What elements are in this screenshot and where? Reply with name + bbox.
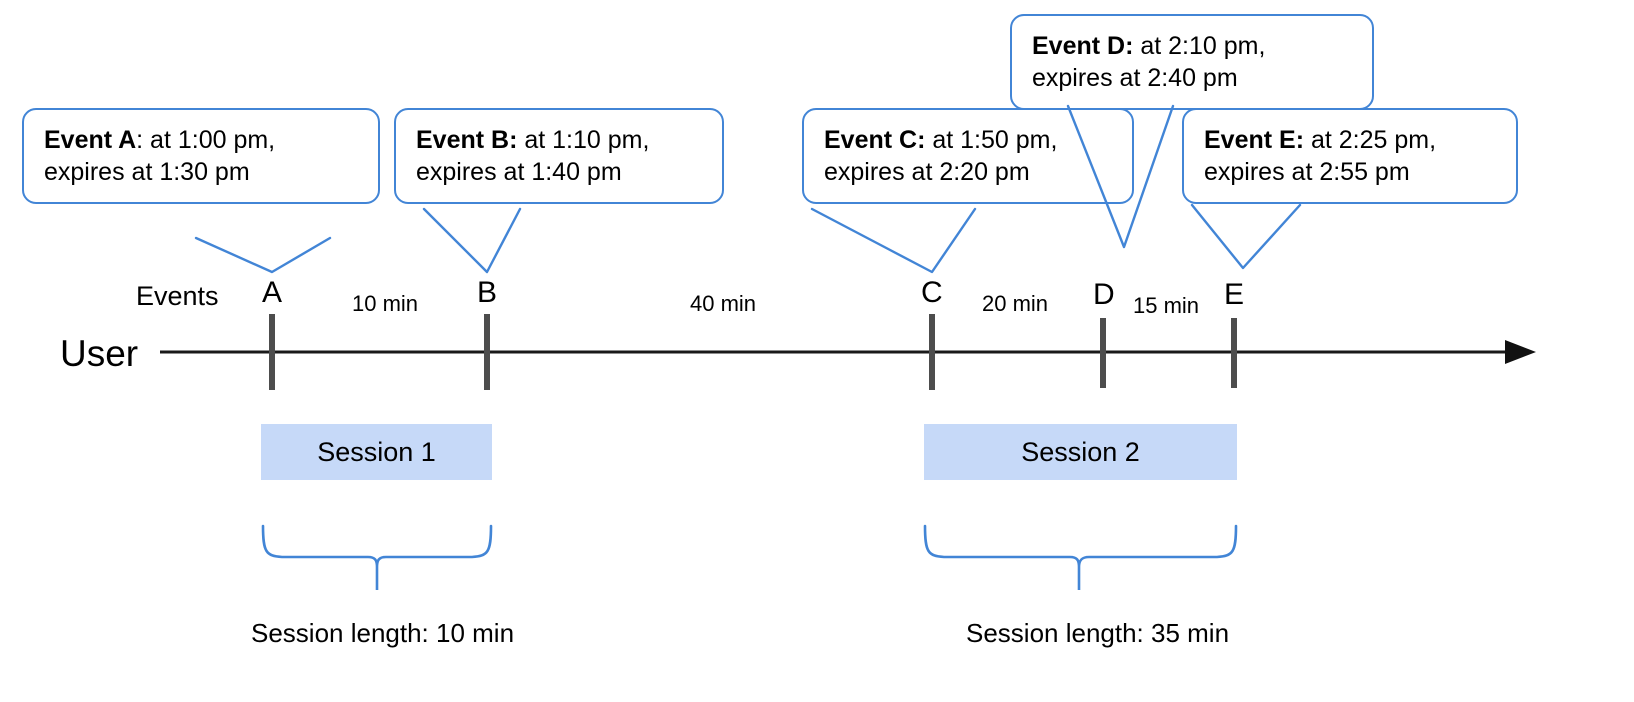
- session-bar-1: Session 1: [261, 424, 492, 480]
- marker-label-c: C: [921, 276, 943, 309]
- callout-b-line1-rest: at 1:10 pm,: [517, 126, 650, 154]
- session-brace-2: [923, 524, 1238, 590]
- callout-event-d: Event D: at 2:10 pm, expires at 2:40 pm: [1010, 14, 1374, 110]
- marker-label-e: E: [1224, 278, 1245, 311]
- callout-e-line1-rest: at 2:25 pm,: [1304, 126, 1437, 154]
- callout-c-line2: expires at 2:20 pm: [824, 158, 1030, 186]
- session-bar-2: Session 2: [924, 424, 1237, 480]
- timeline-arrow-head: [1505, 340, 1536, 364]
- events-row-label: Events: [136, 281, 219, 311]
- marker-label-a: A: [262, 276, 283, 309]
- user-row-label: User: [60, 333, 139, 374]
- callout-a-separator: :: [136, 126, 144, 154]
- callout-d-line2: expires at 2:40 pm: [1032, 64, 1238, 92]
- callout-c-line1-rest: at 1:50 pm,: [925, 126, 1058, 154]
- session-length-1: Session length: 10 min: [251, 618, 515, 648]
- callout-d-line1-rest: at 2:10 pm,: [1133, 32, 1266, 60]
- callout-a-line1-rest: at 1:00 pm,: [143, 126, 276, 154]
- callout-tail-b: [422, 207, 522, 274]
- callout-a-title: Event A: [44, 126, 137, 154]
- callout-event-a: Event A: at 1:00 pm, expires at 1:30 pm: [22, 108, 380, 204]
- callout-b-line2: expires at 1:40 pm: [416, 158, 622, 186]
- interval-label-bc: 40 min: [690, 291, 757, 316]
- callout-tail-c: [810, 207, 977, 274]
- marker-label-d: D: [1093, 278, 1115, 311]
- callout-d-title: Event D:: [1032, 32, 1134, 60]
- session-brace-1: [261, 524, 493, 590]
- callout-e-line1: Event E: at 2:25 pm,: [1204, 126, 1436, 154]
- marker-label-b: B: [477, 276, 498, 309]
- callout-e-title: Event E:: [1204, 126, 1305, 154]
- callout-event-b: Event B: at 1:10 pm, expires at 1:40 pm: [394, 108, 724, 204]
- callout-d-line1: Event D: at 2:10 pm,: [1032, 32, 1265, 60]
- callout-tail-e: [1190, 203, 1302, 270]
- callout-b-title: Event B:: [416, 126, 518, 154]
- callout-e-line2: expires at 2:55 pm: [1204, 158, 1410, 186]
- callout-a-line2: expires at 1:30 pm: [44, 158, 250, 186]
- callout-b-line1: Event B: at 1:10 pm,: [416, 126, 649, 154]
- interval-label-de: 15 min: [1133, 293, 1200, 318]
- interval-label-ab: 10 min: [352, 291, 419, 316]
- callout-c-line1: Event C: at 1:50 pm,: [824, 126, 1057, 154]
- callout-a-line1: Event A: at 1:00 pm,: [44, 126, 275, 154]
- session-bar-2-label: Session 2: [1021, 436, 1140, 467]
- callout-c-title: Event C:: [824, 126, 926, 154]
- session-bar-1-label: Session 1: [317, 436, 436, 467]
- callout-event-c: Event C: at 1:50 pm, expires at 2:20 pm: [802, 108, 1134, 204]
- callout-event-e: Event E: at 2:25 pm, expires at 2:55 pm: [1182, 108, 1518, 204]
- interval-label-cd: 20 min: [982, 291, 1049, 316]
- session-length-2: Session length: 35 min: [966, 618, 1230, 648]
- callout-tail-a: [194, 236, 332, 274]
